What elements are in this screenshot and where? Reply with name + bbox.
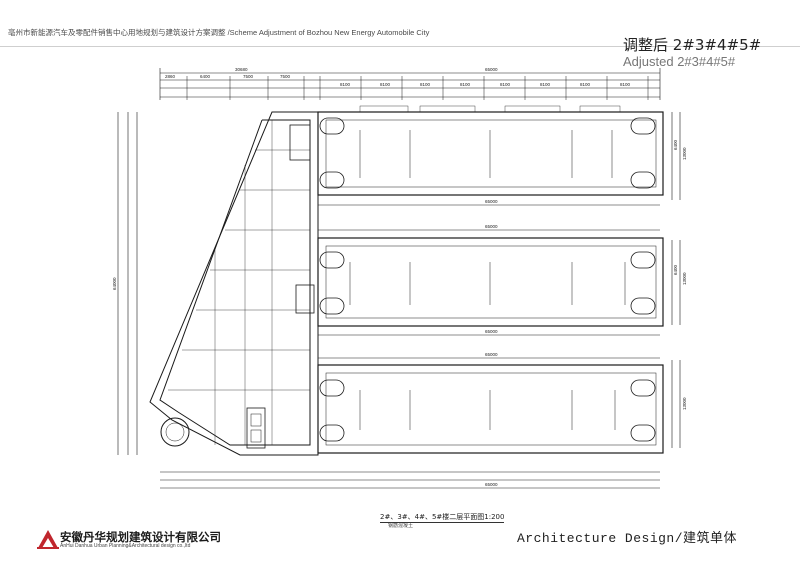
dim-right-2a: 6400: [673, 264, 678, 275]
dim-bay-3: 8100: [420, 82, 431, 87]
dim-top-3: 7500: [280, 74, 291, 79]
page-title-en: Adjusted 2#3#4#5#: [623, 54, 736, 69]
dim-bay-4: 8100: [460, 82, 471, 87]
dim-left-total: 30680: [235, 67, 248, 72]
dim-bay-1: 8100: [340, 82, 351, 87]
dim-bay-6: 8100: [540, 82, 551, 87]
plan-title: 2#、3#、4#、5#楼二层平面图1:200: [380, 513, 505, 523]
dim-top-total: 65000: [485, 67, 498, 72]
dim-right-1a: 6400: [673, 139, 678, 150]
section-label: Architecture Design/建筑单体: [517, 531, 738, 546]
dim-bay-2: 8100: [380, 82, 391, 87]
dim-block-2: 65000: [485, 224, 498, 229]
dim-right-1: 13000: [682, 147, 687, 160]
dim-left-vertical: 64000: [112, 277, 117, 290]
dim-right-3: 13000: [682, 397, 687, 410]
dim-bay-5: 8100: [500, 82, 511, 87]
dim-block-1: 65000: [485, 199, 498, 204]
company-branding: 安徽丹华规划建筑设计有限公司 AnHui Danhua Urban Planni…: [36, 528, 296, 550]
plan-subtitle: 钢筋混凝土: [388, 523, 414, 529]
dim-top-1: 6400: [200, 74, 211, 79]
company-name-cn: 安徽丹华规划建筑设计有限公司: [60, 530, 221, 544]
company-name-en: AnHui Danhua Urban Planning&Architectura…: [60, 543, 191, 549]
header-divider: [0, 46, 800, 47]
dim-top-2: 7500: [243, 74, 254, 79]
dim-block-4: 65000: [485, 352, 498, 357]
page-title-cn: 调整后 2#3#4#5#: [623, 36, 762, 54]
dim-right-2: 13000: [682, 272, 687, 285]
company-logo-mark: [37, 530, 59, 549]
dim-bay-7: 8100: [580, 82, 591, 87]
dim-block-bottom: 65000: [485, 482, 498, 487]
dim-block-3: 65000: [485, 329, 498, 334]
dim-top-0: 2860: [165, 74, 176, 79]
project-caption: 亳州市新能源汽车及零配件销售中心用地规划与建筑设计方案调整 /Scheme Ad…: [8, 28, 430, 37]
dim-bay-8: 8100: [620, 82, 631, 87]
